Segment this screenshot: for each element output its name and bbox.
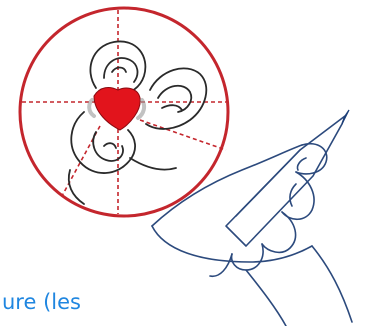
pencil-shaft [226,116,345,246]
wrist-lower [246,270,286,326]
little-finger [210,254,232,276]
wrist-upper [312,246,352,322]
ring-finger [232,244,263,270]
knuckle-line-2 [297,158,306,170]
caption-text: ure (les [2,289,81,315]
magnifier [20,8,228,216]
